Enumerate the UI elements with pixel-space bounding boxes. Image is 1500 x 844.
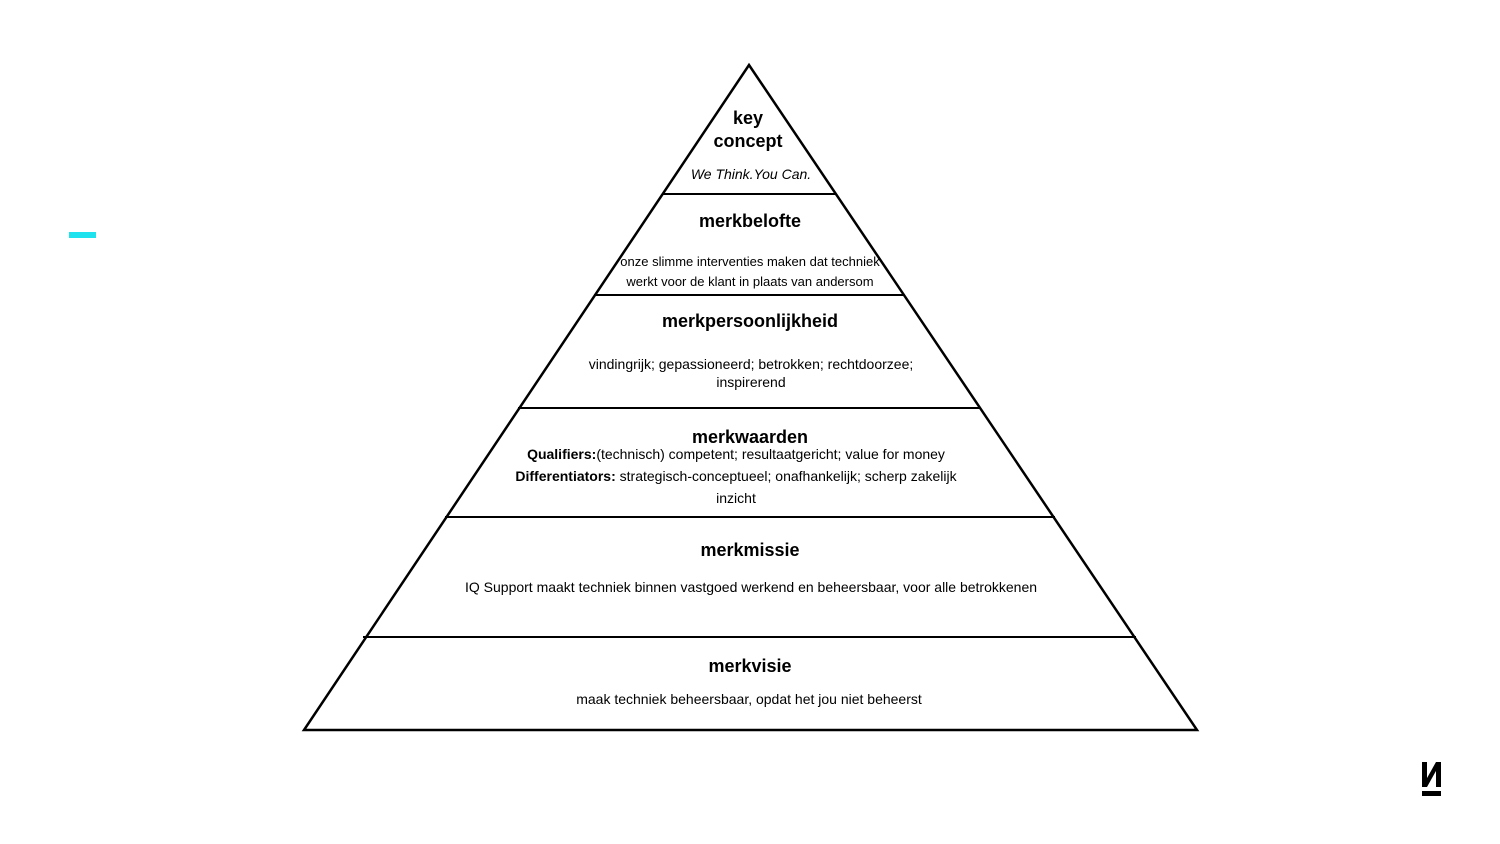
merkbelofte-text-line2: werkt voor de klant in plaats van anders…	[626, 274, 874, 289]
brand-logo-icon	[1422, 762, 1441, 796]
merkvisie-text: maak techniek beheersbaar, opdat het jou…	[576, 691, 922, 707]
qualifiers-text: (technisch) competent; resultaatgericht;…	[596, 446, 945, 462]
key-concept-text: We Think.You Can.	[690, 166, 812, 182]
merkbelofte-title: merkbelofte	[698, 211, 802, 231]
merkwaarden-text-line3: inzicht	[716, 490, 756, 506]
differentiators-label: Differentiators:	[515, 468, 616, 484]
merkwaarden-title: merkwaarden	[691, 427, 809, 447]
merkpersoonlijkheid-text-line1: vindingrijk; gepassioneerd; betrokken; r…	[588, 356, 914, 372]
merkpersoonlijkheid-title: merkpersoonlijkheid	[661, 311, 839, 331]
qualifiers-label: Qualifiers:	[527, 446, 597, 462]
merkpersoonlijkheid-text: vindingrijk; gepassioneerd; betrokken; r…	[551, 355, 951, 391]
merkmissie-title: merkmissie	[700, 540, 800, 560]
merkwaarden-qualifiers: Qualifiers:(technisch) competent; result…	[486, 446, 986, 462]
accent-dash	[69, 232, 96, 238]
merkbelofte-text: onze slimme interventies maken dat techn…	[590, 252, 910, 292]
key-concept-title-line1: key	[732, 108, 764, 128]
key-concept-title-line2: concept	[713, 131, 783, 151]
merkvisie-title: merkvisie	[708, 656, 792, 676]
merkpersoonlijkheid-text-line2: inspirerend	[716, 374, 786, 390]
differentiators-text: strategisch-conceptueel; onafhankelijk; …	[615, 468, 957, 484]
pyramid-outline	[301, 62, 1200, 732]
merkwaarden-differentiators: Differentiators: strategisch-conceptueel…	[486, 468, 986, 484]
level-key-concept-title: key concept	[648, 107, 848, 153]
merkmissie-text: IQ Support maakt techniek binnen vastgoe…	[464, 579, 1038, 595]
merkbelofte-text-line1: onze slimme interventies maken dat techn…	[620, 254, 880, 269]
